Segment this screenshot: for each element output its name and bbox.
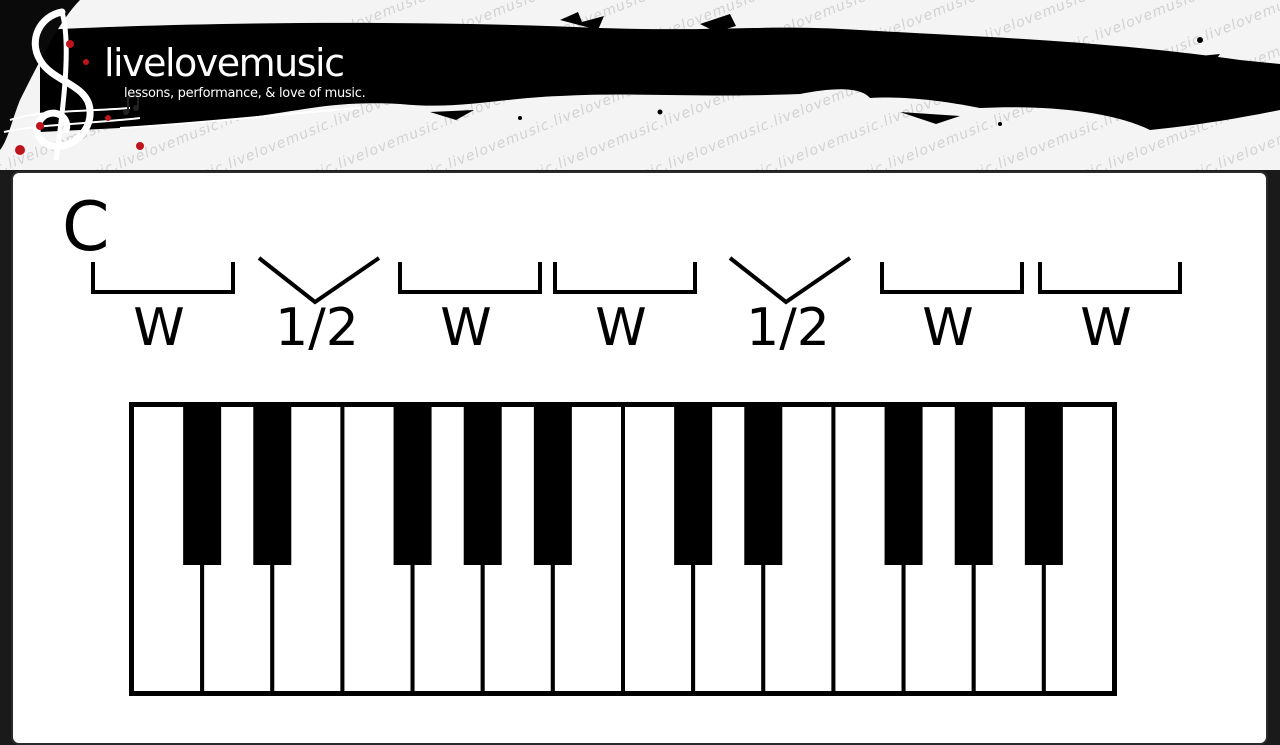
half-step-chevron [257, 256, 381, 305]
black-key [744, 405, 783, 565]
brand-name[interactable]: livelovemusic [104, 41, 345, 85]
treble-clef-icon [0, 0, 144, 161]
whole-step-bracket [553, 262, 697, 294]
scale-root-label: C [62, 188, 110, 267]
black-key [954, 405, 993, 565]
step-label: W [1080, 298, 1132, 358]
black-key [183, 405, 222, 565]
step-label: 1/2 [275, 298, 359, 358]
whole-step-bracket [398, 262, 542, 294]
brand-tagline: lessons, performance, & love of music. [124, 86, 366, 101]
step-label: W [133, 298, 185, 358]
half-step-chevron [728, 256, 852, 305]
whole-step-bracket [91, 262, 235, 294]
black-key [1024, 405, 1063, 565]
black-key [253, 405, 292, 565]
step-label: W [440, 298, 492, 358]
black-key [393, 405, 432, 565]
black-key [463, 405, 502, 565]
black-key [674, 405, 713, 565]
black-key [533, 405, 572, 565]
black-key [884, 405, 923, 565]
step-label: 1/2 [746, 298, 830, 358]
step-label: W [595, 298, 647, 358]
whole-step-bracket [880, 262, 1024, 294]
brush-stroke-banner [40, 12, 1280, 132]
scale-diagram [91, 256, 1182, 696]
site-header: livelovemusic.livelovemusic.livelovemusi… [0, 0, 1280, 170]
whole-step-bracket [1038, 262, 1182, 294]
step-label: W [922, 298, 974, 358]
